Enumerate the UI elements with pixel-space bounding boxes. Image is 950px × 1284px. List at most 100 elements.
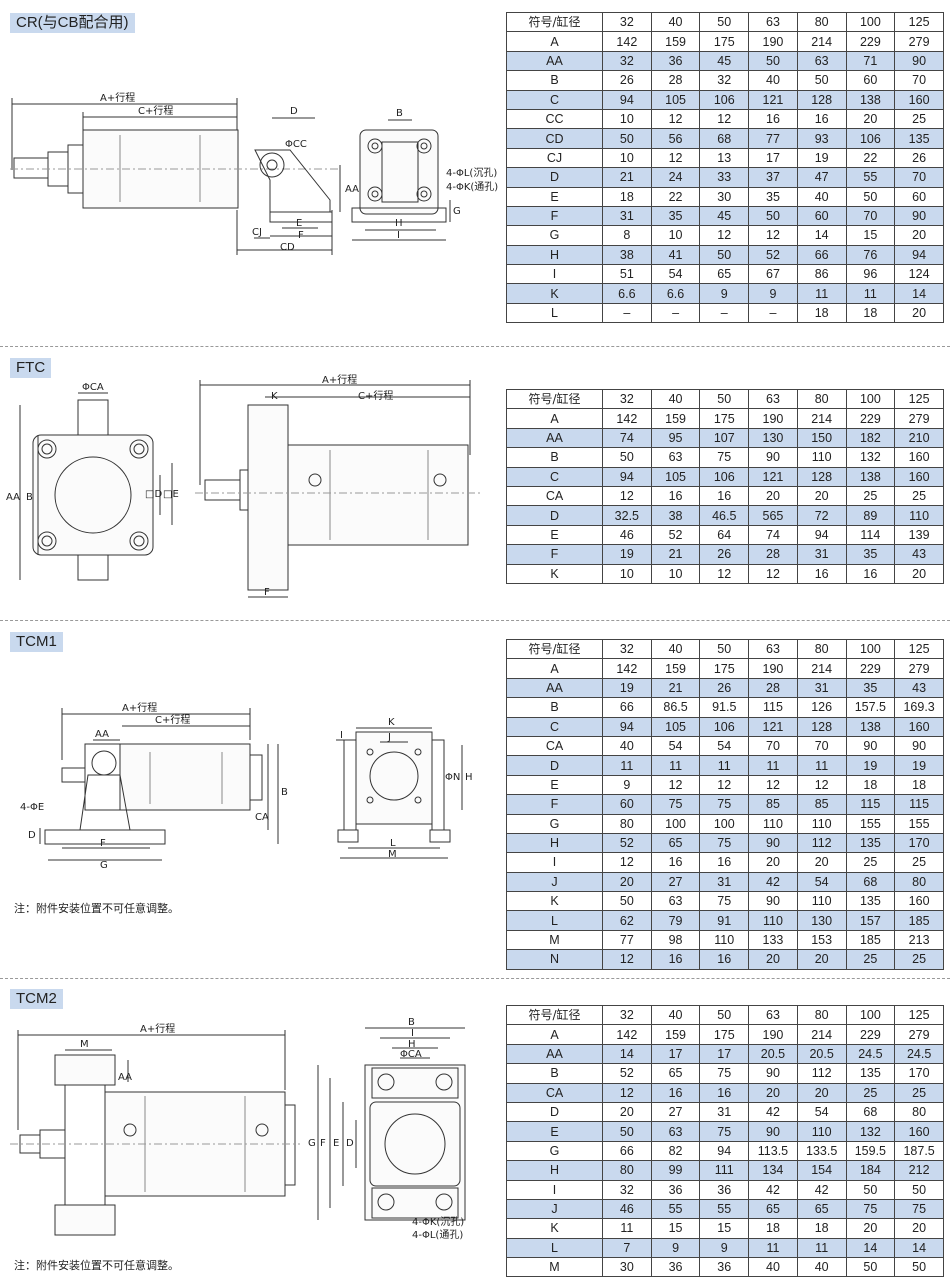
value-cell: 40: [748, 1257, 798, 1278]
header-bore-cell: 80: [796, 11, 847, 33]
tcm2-label-h: H: [408, 1039, 416, 1050]
value-cell: 12: [748, 563, 798, 584]
value-cell: 10: [602, 147, 652, 169]
value-cell: 90: [748, 832, 798, 854]
value-cell: 75: [845, 1198, 896, 1220]
value-cell: 142: [602, 31, 652, 52]
section-divider: [0, 978, 950, 979]
value-cell: 20: [748, 1082, 798, 1103]
tcm1-label-k: K: [388, 717, 395, 728]
value-cell: 22: [845, 147, 896, 169]
value-cell: 110: [748, 910, 798, 931]
value-cell: 36: [650, 1179, 701, 1200]
value-cell: 105: [650, 466, 701, 487]
symbol-cell: L: [506, 910, 603, 931]
value-cell: 14: [845, 1237, 896, 1259]
header-bore-cell: 32: [602, 638, 652, 660]
symbol-cell: D: [506, 505, 603, 526]
tcm1-label-aa: AA: [95, 729, 109, 740]
value-cell: 115: [845, 794, 896, 815]
value-cell: 20.5: [796, 1043, 847, 1065]
value-cell: 16: [650, 1082, 701, 1103]
header-bore-cell: 100: [845, 388, 896, 410]
value-cell: 169.3: [894, 697, 944, 718]
header-corner-cell: 符号/缸径: [506, 1004, 603, 1026]
value-cell: 70: [894, 70, 944, 91]
value-cell: 135: [845, 832, 896, 854]
value-cell: 190: [748, 31, 798, 52]
symbol-cell: K: [506, 563, 603, 584]
symbol-cell: CD: [506, 128, 603, 149]
cr-label-cd: CD: [280, 242, 295, 253]
value-cell: 160: [894, 447, 944, 468]
symbol-cell: AA: [506, 50, 603, 72]
symbol-cell: C: [506, 716, 603, 737]
value-cell: 121: [748, 89, 798, 110]
value-cell: 16: [796, 563, 847, 584]
value-cell: 279: [894, 408, 944, 429]
value-cell: 20: [748, 949, 798, 970]
value-cell: 50: [602, 1121, 652, 1142]
value-cell: 25: [894, 485, 944, 507]
symbol-cell: A: [506, 1024, 603, 1045]
value-cell: 75: [699, 1063, 750, 1084]
value-cell: 36: [650, 50, 701, 72]
value-cell: 279: [894, 1024, 944, 1045]
value-cell: 31: [796, 544, 847, 565]
cr-label-cj: CJ: [252, 227, 262, 238]
symbol-cell: K: [506, 283, 603, 304]
value-cell: 74: [602, 427, 652, 449]
symbol-cell: H: [506, 832, 603, 854]
value-cell: 18: [796, 302, 847, 324]
value-cell: 28: [748, 677, 798, 699]
cr-label-b: B: [396, 108, 403, 119]
symbol-cell: D: [506, 1101, 603, 1123]
value-cell: 229: [845, 1024, 896, 1045]
value-cell: 170: [894, 832, 944, 854]
cr-label-f: F: [298, 230, 304, 241]
value-cell: 91: [699, 910, 750, 931]
tcm1-label-b: B: [281, 787, 288, 798]
value-cell: 21: [650, 677, 701, 699]
tcm1-label-d: D: [28, 830, 36, 841]
value-cell: 19: [894, 755, 944, 776]
value-cell: –: [748, 302, 798, 324]
symbol-cell: B: [506, 70, 603, 91]
header-bore-cell: 32: [602, 11, 652, 33]
value-cell: 9: [748, 283, 798, 304]
value-cell: 32: [602, 50, 652, 72]
value-cell: 77: [602, 929, 652, 951]
header-bore-cell: 100: [845, 638, 896, 660]
header-bore-cell: 50: [699, 11, 750, 33]
symbol-cell: A: [506, 658, 603, 679]
value-cell: 110: [796, 1121, 847, 1142]
value-cell: 16: [699, 1082, 750, 1103]
value-cell: 77: [748, 128, 798, 149]
value-cell: 60: [602, 794, 652, 815]
ftc-label-c: C+行程: [358, 389, 393, 402]
value-cell: 43: [894, 544, 944, 565]
value-cell: 52: [650, 524, 701, 546]
value-cell: –: [699, 302, 750, 324]
symbol-cell: C: [506, 466, 603, 487]
value-cell: 50: [845, 186, 896, 207]
value-cell: 41: [650, 244, 701, 266]
value-cell: 6.6: [602, 283, 652, 304]
value-cell: 35: [845, 544, 896, 565]
value-cell: 110: [894, 505, 944, 526]
value-cell: 11: [748, 755, 798, 776]
value-cell: 16: [650, 852, 701, 873]
value-cell: 21: [650, 544, 701, 565]
value-cell: 142: [602, 1024, 652, 1045]
value-cell: 50: [845, 1257, 896, 1278]
value-cell: 90: [748, 891, 798, 912]
value-cell: 18: [748, 1218, 798, 1239]
value-cell: 45: [699, 205, 750, 227]
value-cell: 105: [650, 89, 701, 110]
value-cell: 16: [650, 949, 701, 970]
